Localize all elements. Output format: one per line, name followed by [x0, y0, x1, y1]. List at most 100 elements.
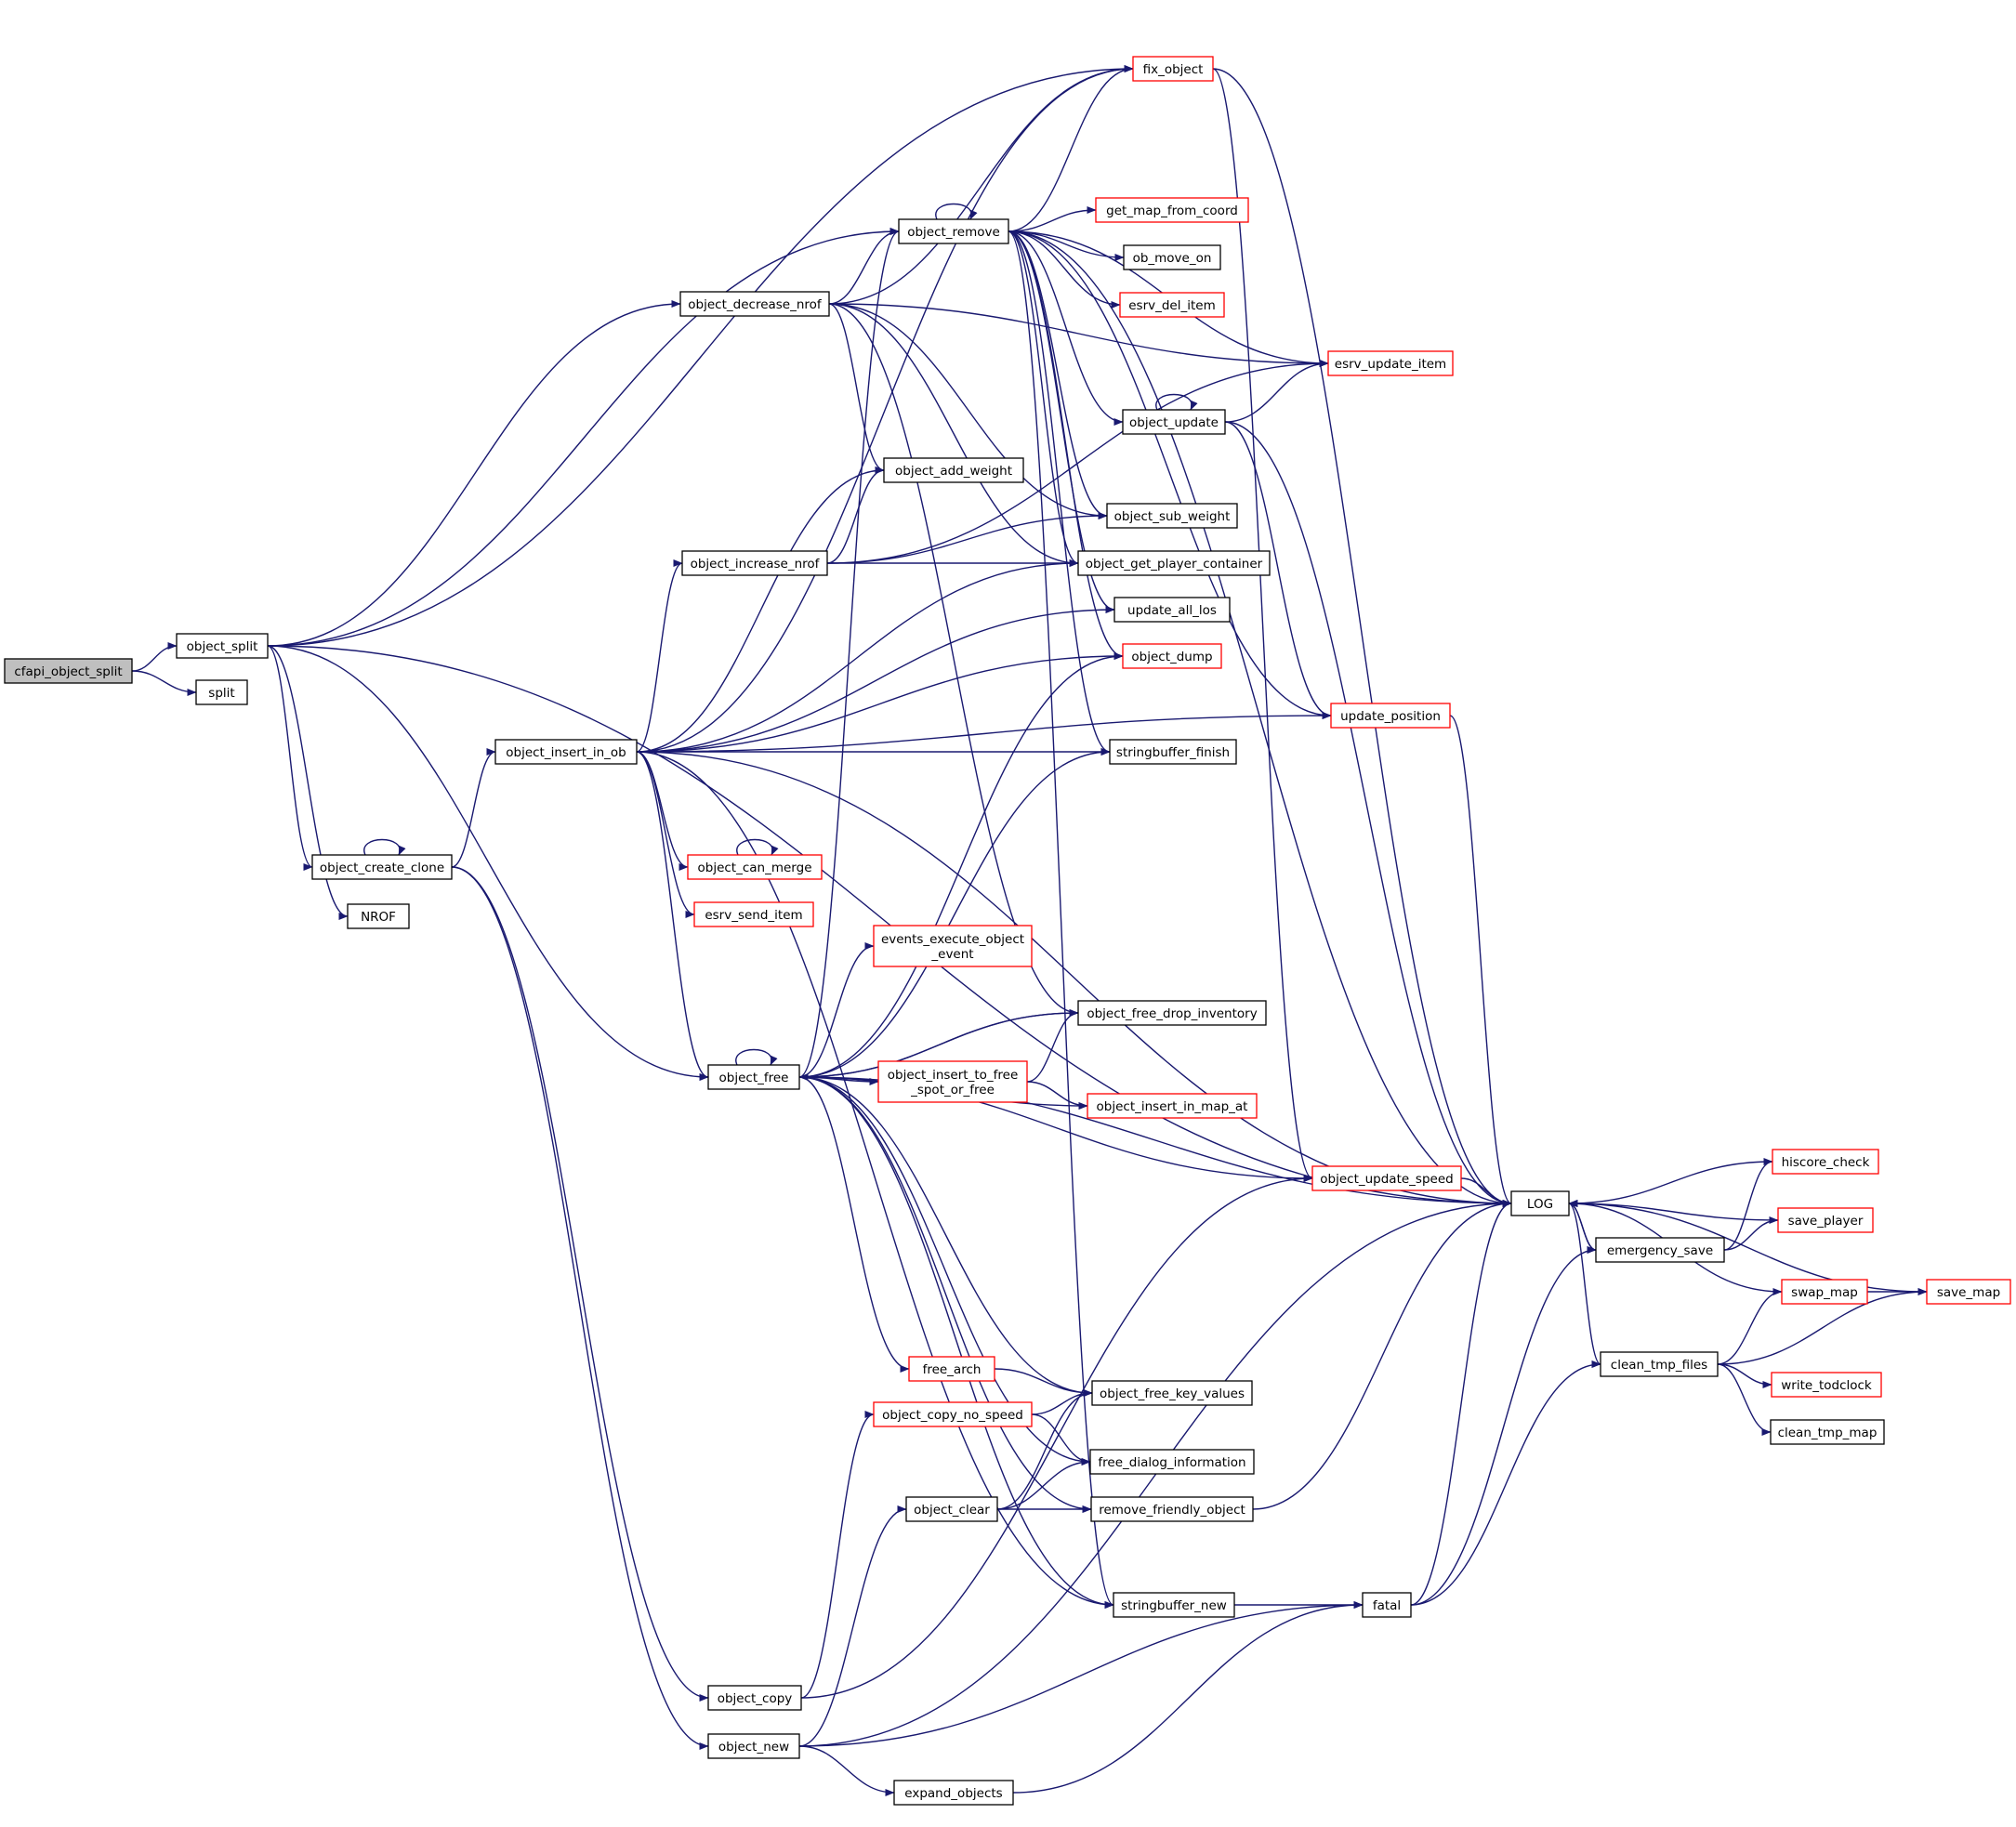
node-box	[311, 854, 453, 880]
node-clean_tmp_map[interactable]: clean_tmp_map	[1770, 1419, 1885, 1445]
edge-object_decrease_nrof-to-fix_object	[828, 65, 1134, 305]
node-box	[1113, 1592, 1235, 1618]
node-NROF[interactable]: NROF	[347, 903, 410, 929]
node-get_map_from_coord[interactable]: get_map_from_coord	[1095, 197, 1249, 223]
edge-object_split-to-object_remove	[267, 228, 900, 647]
edge-LOG-to-clean_tmp_files	[1568, 1203, 1601, 1368]
edge-object_increase_nrof-to-object_add_weight	[826, 467, 885, 564]
edge-fatal-to-emergency_save	[1410, 1246, 1597, 1606]
node-object_can_merge[interactable]: object_can_merge	[687, 854, 823, 880]
edge-object_update-to-esrv_update_item	[1224, 360, 1329, 423]
node-stringbuffer_new[interactable]: stringbuffer_new	[1113, 1592, 1235, 1618]
node-emergency_save[interactable]: emergency_save	[1595, 1237, 1725, 1263]
node-esrv_del_item[interactable]: esrv_del_item	[1119, 292, 1225, 318]
edge-object_new-to-expand_objects	[798, 1745, 895, 1796]
node-object_update[interactable]: object_update	[1122, 409, 1226, 435]
node-swap_map[interactable]: swap_map	[1781, 1279, 1868, 1305]
node-box	[1113, 597, 1231, 623]
node-save_player[interactable]: save_player	[1777, 1207, 1874, 1233]
node-object_get_player_container[interactable]: object_get_player_container	[1077, 550, 1271, 576]
node-label: object_update	[1129, 415, 1219, 430]
edge-clean_tmp_files-to-clean_tmp_map	[1717, 1363, 1772, 1436]
node-update_position[interactable]: update_position	[1330, 703, 1451, 729]
node-object_clear[interactable]: object_clear	[905, 1496, 998, 1522]
node-object_create_clone[interactable]: object_create_clone	[311, 854, 453, 880]
node-box	[1091, 1380, 1253, 1406]
node-object_free[interactable]: object_free	[707, 1064, 800, 1090]
node-object_insert_to_free_spot_or_free[interactable]: object_insert_to_free_spot_or_free	[877, 1060, 1028, 1103]
node-object_split[interactable]: object_split	[176, 633, 269, 659]
node-fix_object[interactable]: fix_object	[1132, 56, 1214, 82]
node-object_increase_nrof[interactable]: object_increase_nrof	[681, 550, 828, 576]
node-fatal[interactable]: fatal	[1362, 1592, 1412, 1618]
edge-object_remove-to-object_sub_weight	[1008, 230, 1108, 519]
node-remove_friendly_object[interactable]: remove_friendly_object	[1090, 1496, 1254, 1522]
node-label: get_map_from_coord	[1106, 204, 1238, 218]
node-object_insert_in_map_at[interactable]: object_insert_in_map_at	[1087, 1093, 1258, 1119]
edge-emergency_save-to-save_player	[1723, 1216, 1779, 1251]
node-events_execute_object_event[interactable]: events_execute_object_event	[873, 925, 1033, 967]
node-stringbuffer_finish[interactable]: stringbuffer_finish	[1109, 739, 1237, 765]
edge-object_remove-to-esrv_del_item	[1008, 230, 1121, 309]
node-object_sub_weight[interactable]: object_sub_weight	[1106, 503, 1238, 529]
node-box	[4, 658, 133, 684]
node-free_arch[interactable]: free_arch	[908, 1356, 995, 1382]
edge-object_free-to-stringbuffer_finish	[798, 748, 1111, 1078]
node-write_todclock[interactable]: write_todclock	[1771, 1372, 1882, 1398]
node-free_dialog_information[interactable]: free_dialog_information	[1089, 1449, 1255, 1475]
node-label: _event	[930, 947, 973, 962]
node-label: object_insert_in_map_at	[1097, 1099, 1248, 1114]
edge-emergency_save-to-LOG	[1568, 1200, 1597, 1251]
edge-object_split-to-fix_object	[267, 65, 1134, 647]
node-object_free_key_values[interactable]: object_free_key_values	[1091, 1380, 1253, 1406]
node-split[interactable]: split	[195, 679, 248, 705]
node-object_free_drop_inventory[interactable]: object_free_drop_inventory	[1077, 1000, 1267, 1026]
edge-object_copy-to-object_update_speed	[800, 1175, 1313, 1699]
node-object_new[interactable]: object_new	[707, 1733, 800, 1759]
node-label: esrv_update_item	[1335, 357, 1446, 372]
edge-object_insert_in_ob-to-esrv_send_item	[636, 751, 695, 918]
node-object_insert_in_ob[interactable]: object_insert_in_ob	[494, 739, 638, 765]
node-object_copy_no_speed[interactable]: object_copy_no_speed	[873, 1401, 1033, 1427]
node-esrv_send_item[interactable]: esrv_send_item	[693, 901, 814, 927]
node-label: object_update_speed	[1320, 1172, 1453, 1187]
node-box	[195, 679, 248, 705]
edge-object_copy-to-object_copy_no_speed	[800, 1411, 875, 1699]
edge-object_create_clone-to-object_copy	[451, 866, 709, 1702]
edge-fatal-to-clean_tmp_files	[1410, 1360, 1601, 1606]
edge-object_split-to-NROF	[267, 645, 349, 920]
node-ob_move_on[interactable]: ob_move_on	[1123, 244, 1221, 270]
edge-object_new-to-LOG	[798, 1200, 1512, 1747]
node-label: object_split	[187, 639, 258, 654]
edge-object_clear-to-free_dialog_information	[996, 1458, 1091, 1510]
node-esrv_update_item[interactable]: esrv_update_item	[1327, 350, 1454, 376]
node-label: esrv_send_item	[705, 908, 802, 923]
node-expand_objects[interactable]: expand_objects	[893, 1780, 1014, 1806]
node-box	[707, 1685, 802, 1711]
edge-expand_objects-to-fatal	[1012, 1601, 1364, 1794]
node-box	[873, 1401, 1033, 1427]
node-update_all_los[interactable]: update_all_los	[1113, 597, 1231, 623]
edge-hiscore_check-to-LOG	[1568, 1161, 1773, 1207]
node-object_dump[interactable]: object_dump	[1122, 643, 1222, 669]
node-cfapi_object_split[interactable]: cfapi_object_split	[4, 658, 133, 684]
node-object_copy[interactable]: object_copy	[707, 1685, 802, 1711]
node-hiscore_check[interactable]: hiscore_check	[1772, 1149, 1879, 1175]
node-object_remove[interactable]: object_remove	[898, 218, 1009, 244]
edge-object_new-to-fatal	[798, 1601, 1364, 1747]
node-box	[1770, 1419, 1885, 1445]
node-LOG[interactable]: LOG	[1510, 1190, 1570, 1216]
node-box	[494, 739, 638, 765]
node-box	[707, 1064, 800, 1090]
node-clean_tmp_files[interactable]: clean_tmp_files	[1600, 1351, 1719, 1377]
node-object_decrease_nrof[interactable]: object_decrease_nrof	[679, 291, 830, 317]
node-label: object_dump	[1131, 650, 1212, 664]
node-save_map[interactable]: save_map	[1926, 1279, 2011, 1305]
node-label: object_add_weight	[895, 464, 1012, 479]
edge-object_create_clone-to-object_new	[451, 866, 709, 1750]
edge-object_remove-to-object_dump	[1008, 230, 1124, 660]
edge-object_insert_to_free_spot_or_free-to-object_free_drop_inventory	[1026, 1009, 1079, 1083]
node-object_update_speed[interactable]: object_update_speed	[1311, 1165, 1462, 1191]
node-object_add_weight[interactable]: object_add_weight	[883, 457, 1024, 483]
